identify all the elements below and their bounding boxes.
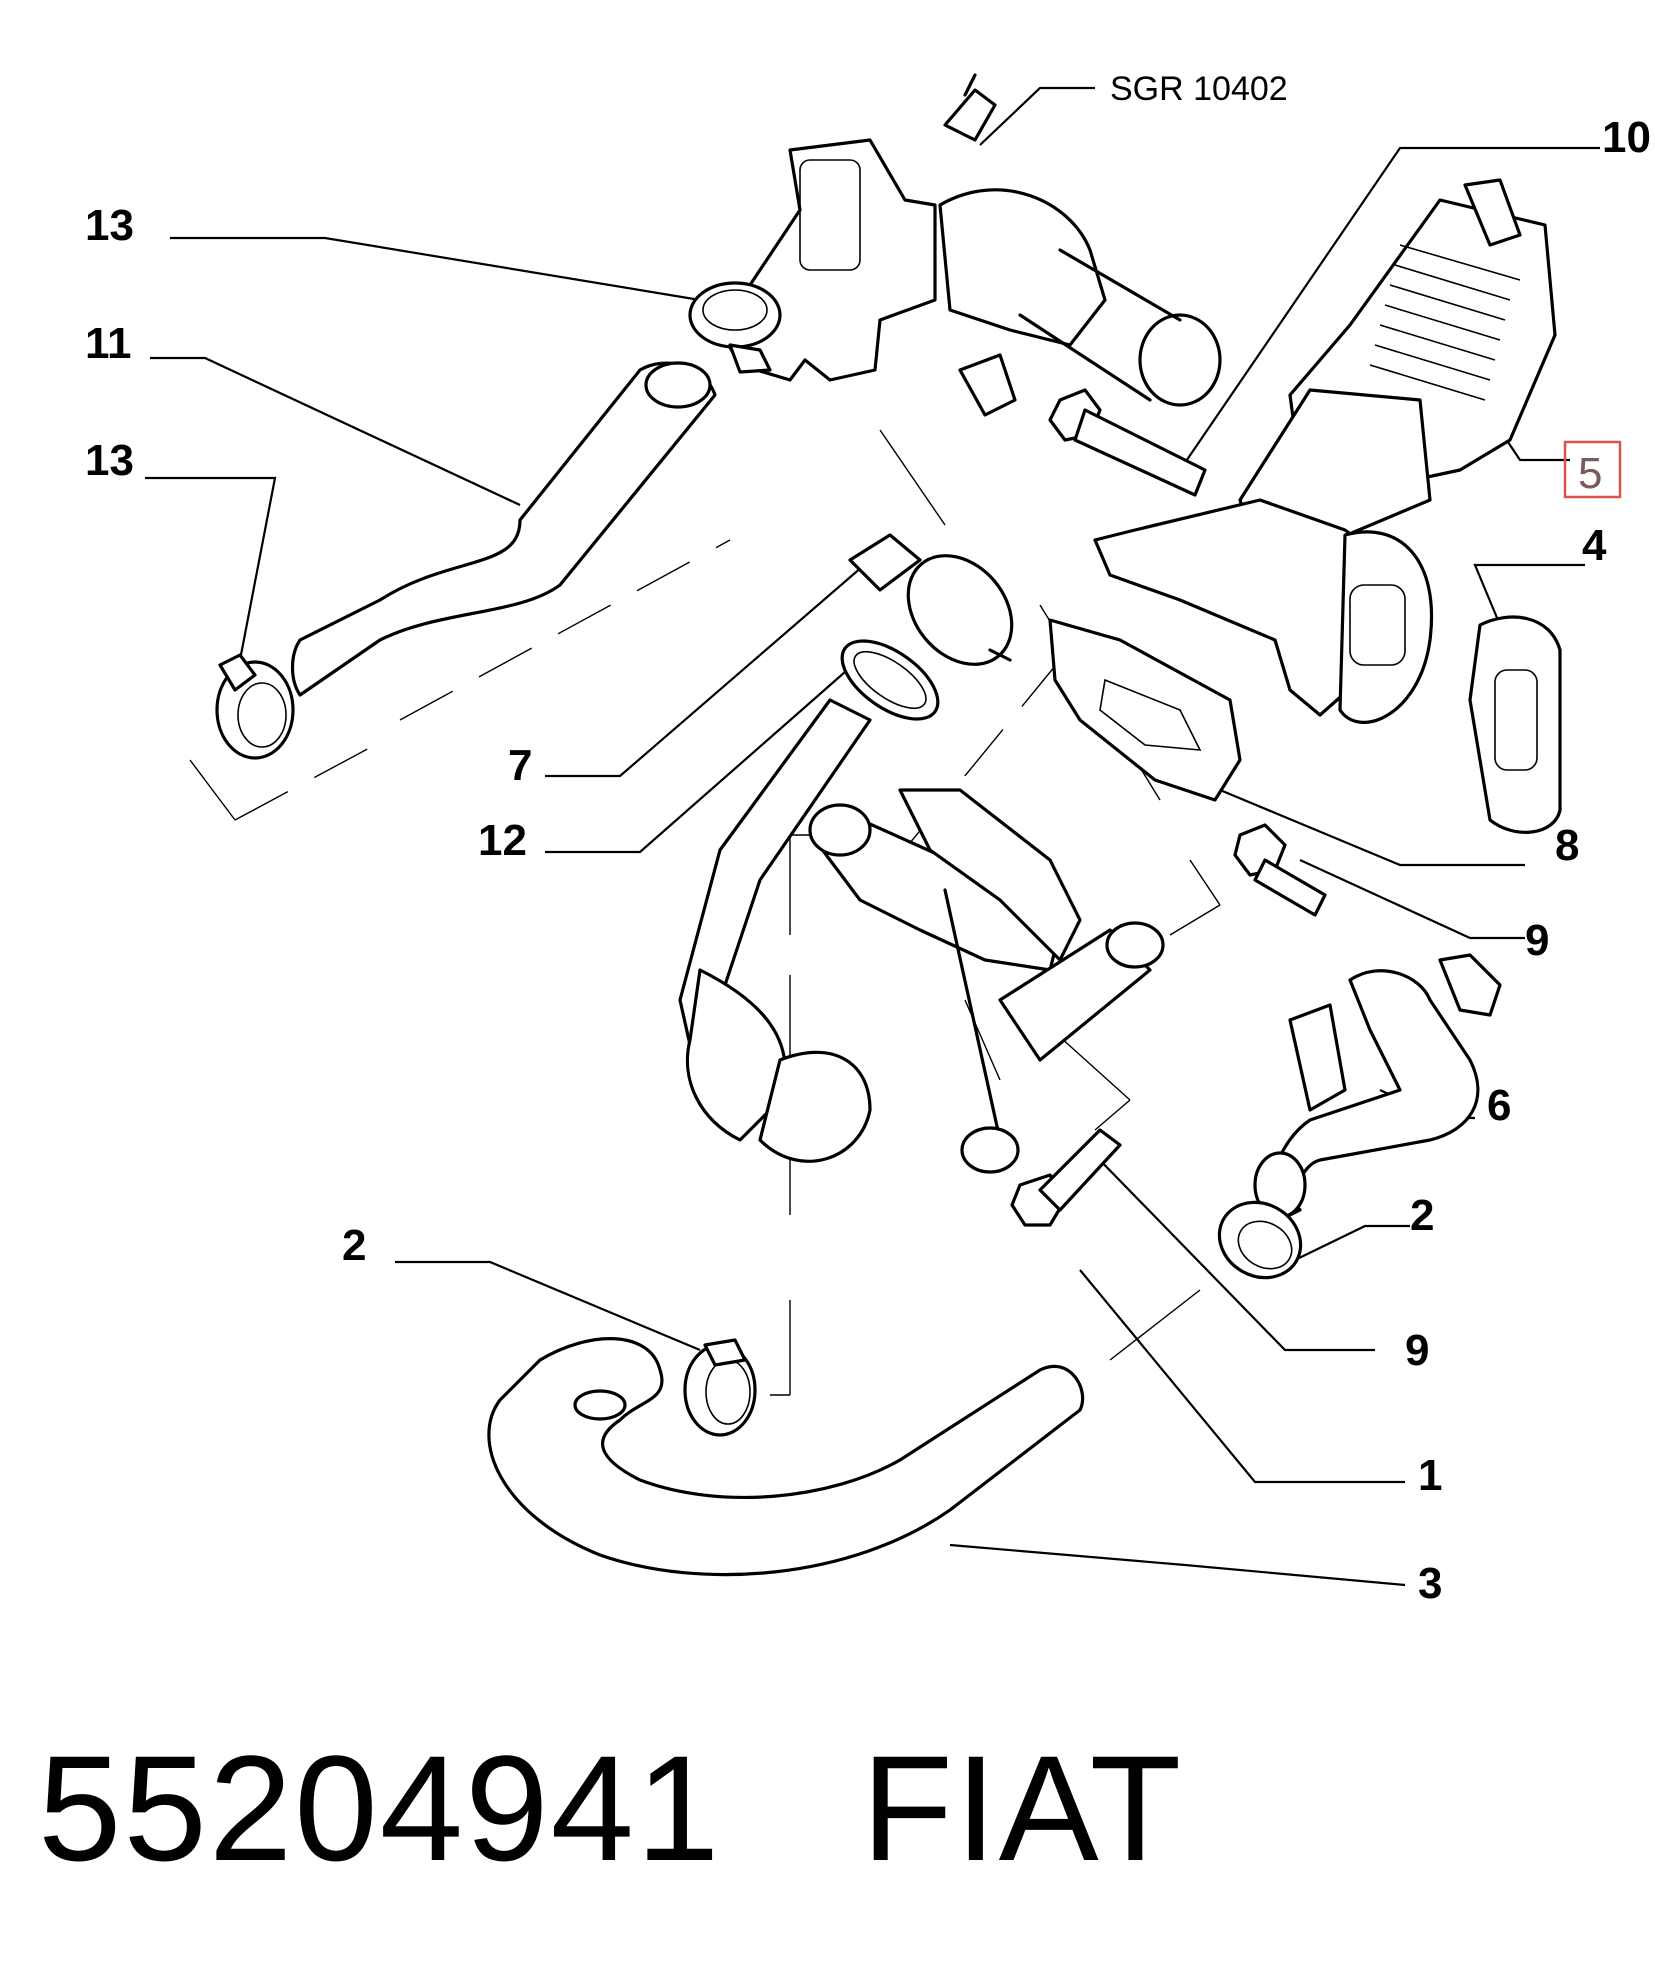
callout-12: 12 [478, 816, 527, 865]
clamp-2-right [1217, 1200, 1303, 1280]
callout-leader-lines [145, 86, 1600, 1587]
hose-11 [290, 361, 717, 697]
part-number: 55204941 [38, 1724, 722, 1892]
part-info-footer: 55204941 FIAT [38, 1724, 1184, 1892]
seal-12 [840, 639, 940, 721]
reference-label: SGR 10402 [1110, 70, 1288, 108]
pipe-assembly-1 [678, 698, 1165, 1174]
callout-8: 8 [1555, 821, 1579, 870]
callout-10: 10 [1602, 113, 1651, 162]
clamp-13-upper [688, 281, 782, 374]
callout-5-highlighted[interactable]: 5 [1563, 440, 1622, 499]
hose-3 [487, 1337, 1085, 1577]
callout-11: 11 [85, 319, 132, 368]
bolt-10 [1048, 388, 1207, 497]
callout-2-left: 2 [342, 1221, 366, 1270]
brand-name: FIAT [861, 1724, 1184, 1892]
egr-valve-5 [1093, 178, 1557, 724]
callout-6: 6 [1487, 1081, 1511, 1130]
cap-7 [848, 533, 1014, 666]
callout-4: 4 [1582, 521, 1607, 570]
callout-9-upper: 9 [1525, 916, 1549, 965]
cover-housing-sgr [718, 73, 1222, 417]
callout-2-right: 2 [1410, 1191, 1434, 1240]
pipe-6 [1253, 953, 1502, 1222]
gasket-8 [1048, 618, 1242, 802]
callout-13-lower: 13 [85, 436, 134, 485]
exploded-parts-diagram: SGR 10402 13 11 13 10 4 7 12 8 9 6 2 2 9… [85, 70, 1651, 1608]
gasket-4 [1468, 615, 1562, 834]
clamp-13-lower [215, 653, 295, 760]
callout-7: 7 [508, 741, 532, 790]
clamp-2-left [683, 1338, 757, 1437]
bolt-9-upper [1233, 823, 1327, 917]
callout-13-upper: 13 [85, 201, 134, 250]
callout-3: 3 [1418, 1559, 1442, 1608]
bolt-9-lower [1010, 1128, 1122, 1227]
highlight-box [1563, 440, 1622, 499]
callout-1: 1 [1418, 1451, 1442, 1500]
callout-labels: 13 11 13 10 4 7 12 8 9 6 2 2 9 1 3 [85, 113, 1651, 1608]
callout-5: 5 [1578, 449, 1602, 498]
callout-9-lower: 9 [1405, 1326, 1429, 1375]
